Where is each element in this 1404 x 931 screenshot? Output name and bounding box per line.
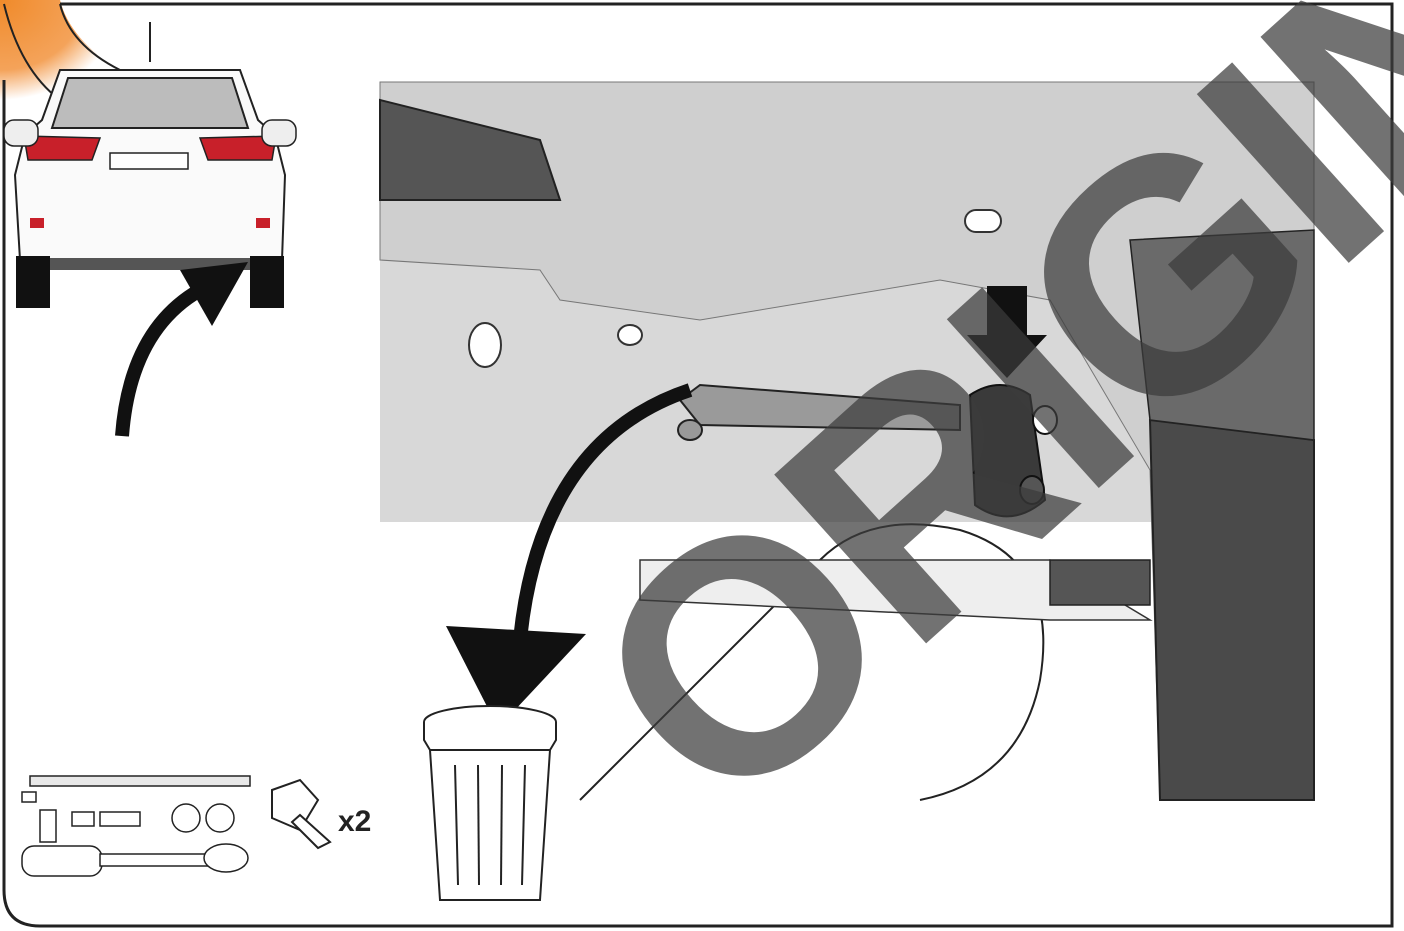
tool-set-icon xyxy=(22,776,250,876)
curved-arrow-icon xyxy=(122,262,248,436)
flange-bolt-icon xyxy=(272,780,330,848)
trash-bin-icon xyxy=(424,706,556,900)
bolt-quantity-label: x2 xyxy=(338,805,371,839)
